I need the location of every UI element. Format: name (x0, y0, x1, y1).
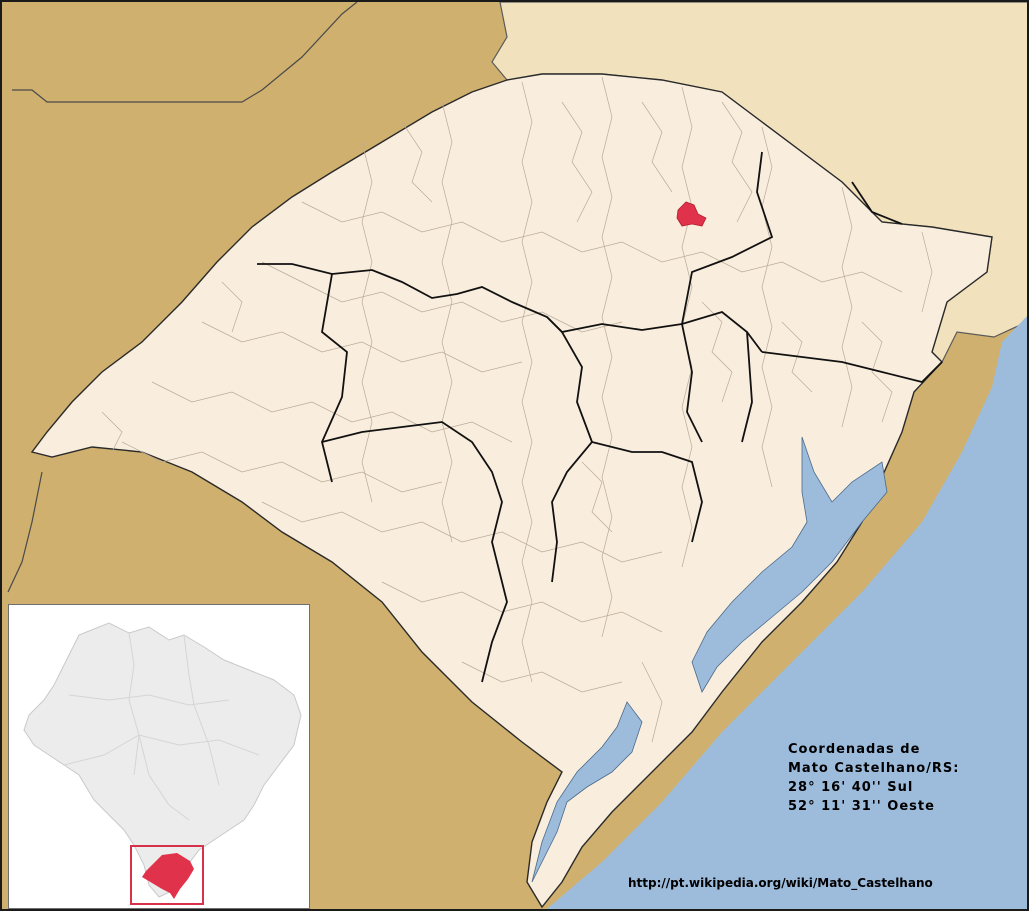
highlighted-municipality (676, 201, 707, 227)
coordinates-caption: Coordenadas de Mato Castelhano/RS: 28° 1… (788, 740, 959, 816)
region-boundaries (257, 151, 943, 683)
source-url[interactable]: http://pt.wikipedia.org/wiki/Mato_Castel… (628, 876, 933, 890)
state-area (30, 73, 993, 909)
lagoon-dos-patos (691, 436, 888, 693)
brazil-state-borders (63, 632, 260, 821)
lagoon-mirim (531, 701, 643, 883)
rs-state-highlight-icon (142, 853, 194, 899)
caption-line-3: 28° 16' 40'' Sul (788, 780, 914, 795)
caption-line-4: 52° 11' 31'' Oeste (788, 799, 935, 814)
brazil-shape (23, 622, 302, 898)
international-border-line (12, 2, 358, 103)
brazil-outline-map (23, 622, 302, 898)
caption-line-2: Mato Castelhano/RS: (788, 761, 960, 776)
caption-line-1: Coordenadas de (788, 742, 921, 757)
ocean-area (546, 316, 1027, 909)
international-border-line (7, 471, 43, 593)
rs-state-shape (142, 853, 194, 899)
inset-locator-map (8, 604, 310, 909)
highlight-box (130, 845, 204, 905)
